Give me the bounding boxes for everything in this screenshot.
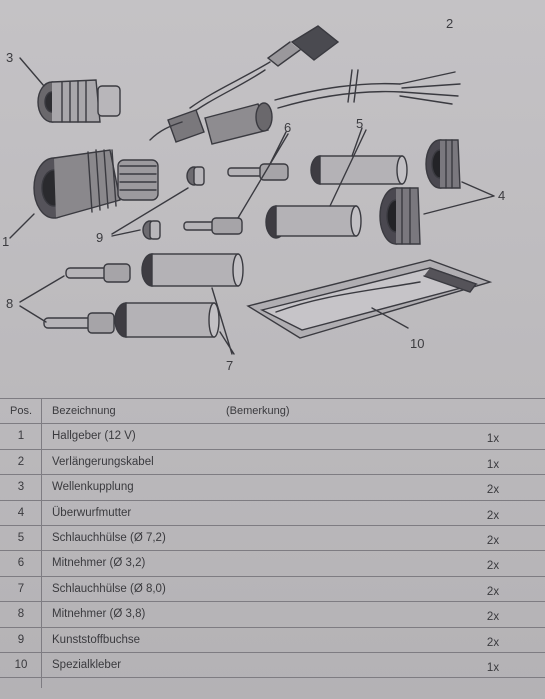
- table-row: 4 Überwurfmutter 2x: [0, 501, 545, 526]
- hose-sleeve-small-drawing: [265, 127, 408, 239]
- table-row: 2 Verlängerungskabel 1x: [0, 450, 545, 476]
- row-pos: 8: [17, 608, 25, 621]
- label-7: 7: [226, 358, 233, 373]
- row-qty: 2x: [486, 560, 500, 573]
- union-nut-drawing: [379, 139, 495, 245]
- row-qty: 2x: [486, 484, 500, 497]
- plastic-bushing-drawing: [111, 166, 205, 240]
- table-header-row: Pos. Bezeichnung (Bemerkung): [0, 398, 545, 425]
- table-row: 8 Mitnehmer (Ø 3,8) 2x: [0, 602, 545, 628]
- row-qty: 2x: [486, 636, 500, 649]
- row-pos: 3: [17, 481, 25, 494]
- label-5: 5: [356, 116, 363, 131]
- row-pos: 9: [17, 633, 25, 646]
- row-name: Hallgeber (12 V): [52, 430, 136, 443]
- row-qty: 2x: [486, 611, 500, 624]
- label-2: 2: [446, 16, 453, 31]
- row-qty: 2x: [486, 534, 500, 547]
- hall-sensor-drawing: [9, 149, 159, 239]
- row-pos: 4: [17, 506, 25, 519]
- adhesive-pack-drawing: [246, 259, 493, 339]
- shaft-coupling-drawing: [19, 57, 121, 123]
- row-qty: 2x: [486, 509, 500, 522]
- driver-small-drawing: [183, 131, 289, 235]
- row-pos: 5: [17, 531, 25, 544]
- label-8: 8: [6, 296, 13, 311]
- table-row: 10 Spezialkleber 1x: [0, 653, 545, 679]
- header-note: (Bemerkung): [226, 405, 290, 417]
- table-row: 3 Wellenkupplung 2x: [0, 475, 545, 501]
- row-name: Mitnehmer (Ø 3,2): [52, 557, 146, 570]
- row-qty: 1x: [486, 433, 500, 446]
- row-pos: 10: [14, 658, 28, 671]
- row-name: Verlängerungskabel: [52, 455, 154, 468]
- row-pos: 2: [17, 455, 25, 468]
- label-1: 1: [2, 234, 9, 249]
- table-row: 9 Kunststoffbuchse 2x: [0, 628, 545, 653]
- row-name: Wellenkupplung: [52, 481, 134, 494]
- parts-illustration: 3 2 6 5 4 1 9 8 10 7: [2, 16, 505, 373]
- row-name: Mitnehmer (Ø 3,8): [52, 608, 146, 621]
- header-pos: Pos.: [9, 405, 32, 417]
- extension-cable-drawing: [149, 25, 461, 145]
- row-qty: 1x: [486, 661, 500, 674]
- table-column-divider: [41, 398, 42, 688]
- row-pos: 1: [17, 430, 25, 443]
- table-row: 7 Schlauchhülse (Ø 8,0) 2x: [0, 577, 545, 603]
- table-row: 5 Schlauchhülse (Ø 7,2) 2x: [0, 526, 545, 552]
- row-name: Spezialkleber: [52, 658, 122, 671]
- table-row: 6 Mitnehmer (Ø 3,2) 2x: [0, 551, 545, 577]
- row-pos: 6: [17, 557, 25, 570]
- label-4: 4: [498, 188, 505, 203]
- label-6: 6: [284, 120, 291, 135]
- row-qty: 2x: [486, 585, 500, 598]
- row-name: Schlauchhülse (Ø 7,2): [52, 531, 166, 544]
- table-row: 1 Hallgeber (12 V) 1x: [0, 424, 545, 450]
- row-name: Schlauchhülse (Ø 8,0): [52, 582, 166, 595]
- row-name: Kunststoffbuchse: [52, 633, 141, 646]
- header-name: Bezeichnung: [52, 405, 116, 417]
- row-name: Überwurfmutter: [52, 506, 132, 519]
- hose-sleeve-large-drawing: [114, 253, 244, 355]
- label-10: 10: [410, 336, 424, 351]
- parts-table: Pos. Bezeichnung (Bemerkung) 1 Hallgeber…: [0, 398, 545, 679]
- row-qty: 1x: [486, 458, 500, 471]
- driver-large-drawing: [19, 263, 131, 334]
- label-3: 3: [6, 50, 13, 65]
- row-pos: 7: [17, 582, 25, 595]
- label-9: 9: [96, 230, 103, 245]
